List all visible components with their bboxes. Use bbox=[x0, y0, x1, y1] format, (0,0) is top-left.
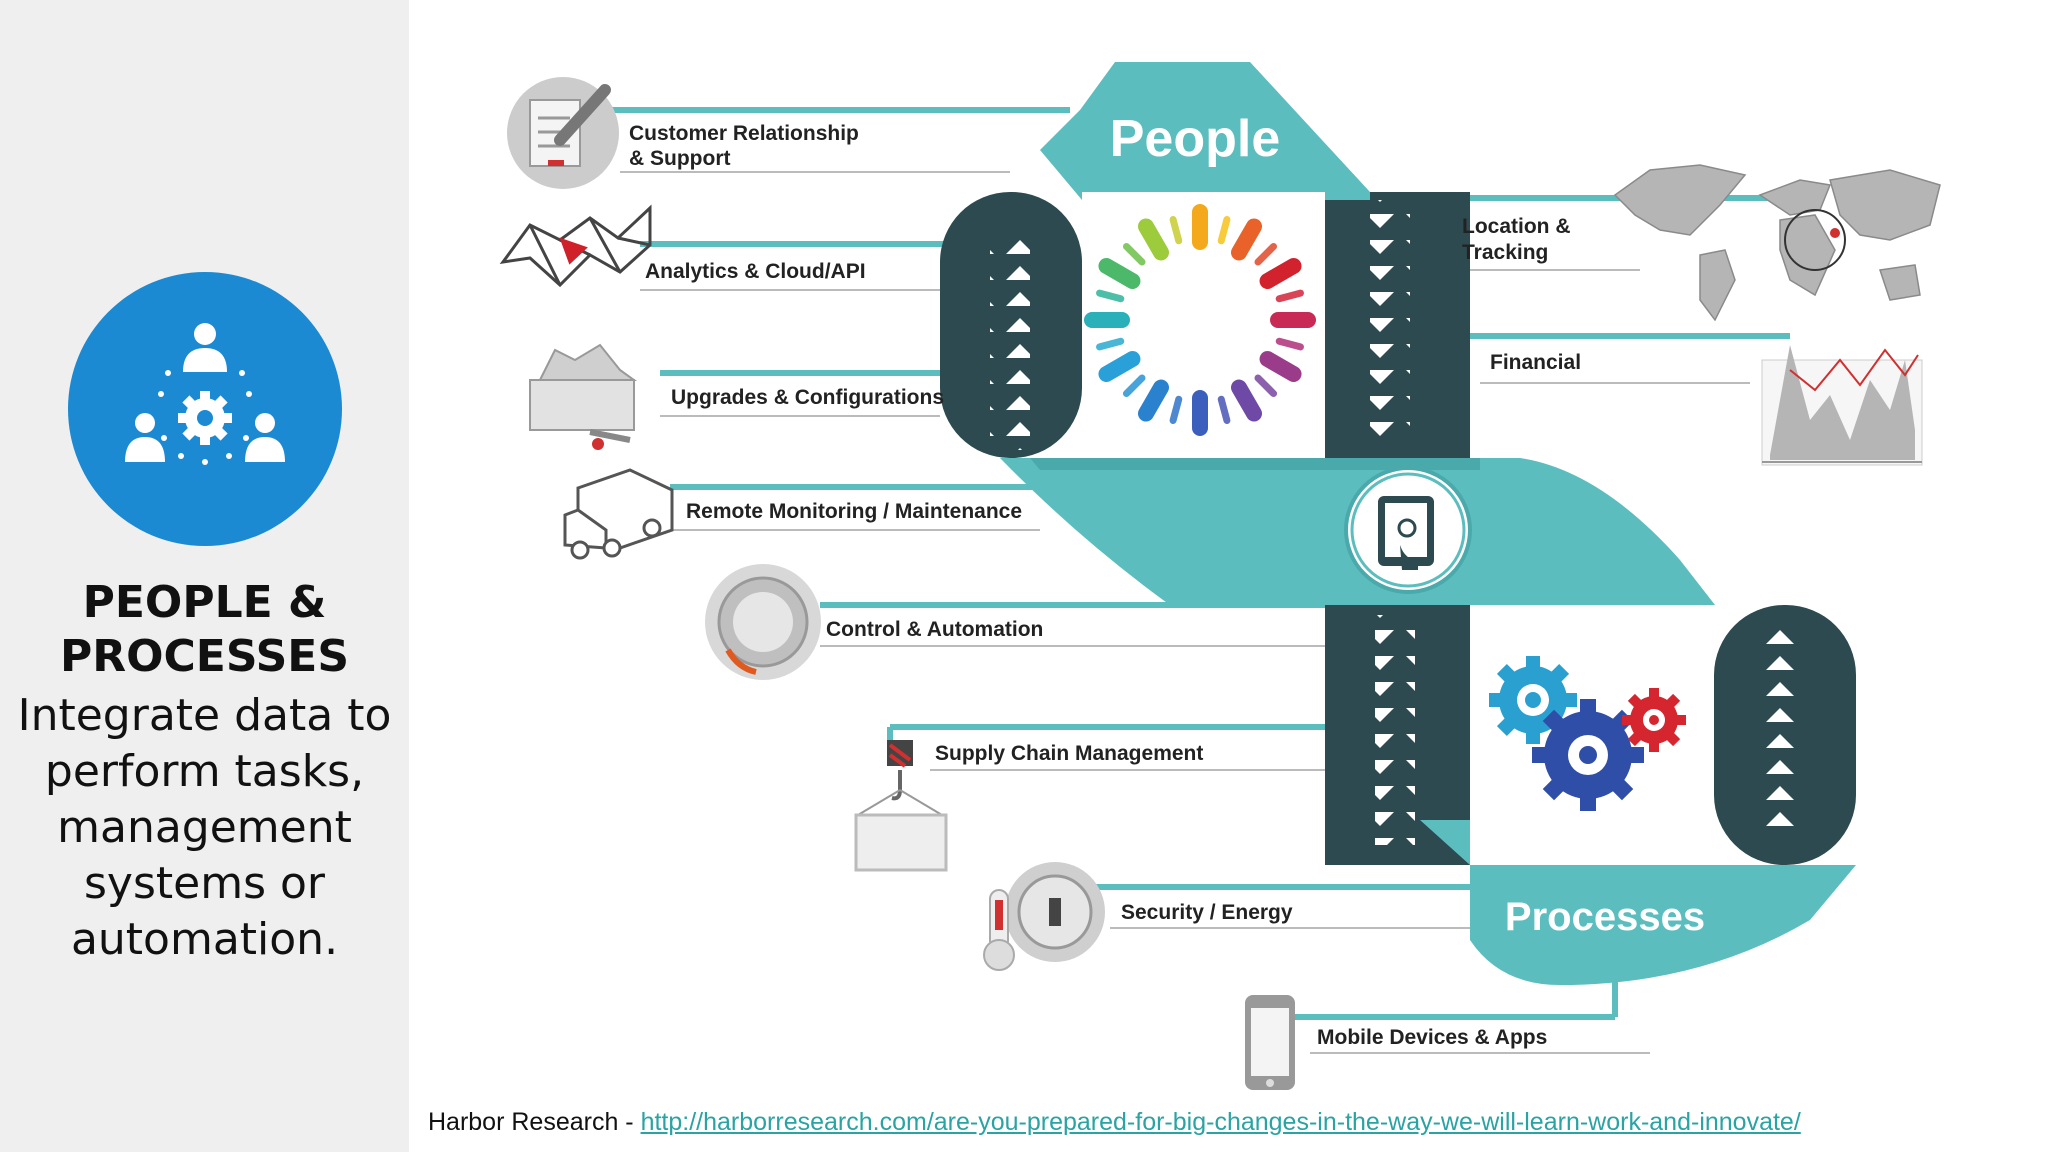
truck-icon bbox=[563, 468, 674, 560]
desc-line: Integrate data to bbox=[17, 690, 392, 741]
item-label-financial: Financial bbox=[1490, 351, 1581, 374]
side-title-line: PEOPLE & bbox=[82, 577, 327, 628]
wireframe-polygon-icon bbox=[499, 204, 652, 288]
clipboard-pen-icon bbox=[507, 77, 619, 189]
people-label: People bbox=[1110, 110, 1281, 168]
item-label-line: Customer Relationship bbox=[629, 122, 859, 145]
desc-line: automation. bbox=[70, 914, 339, 965]
source-link[interactable]: http://harborresearch.com/are-you-prepar… bbox=[640, 1108, 1801, 1136]
iot-diagram: People Processes bbox=[499, 62, 1941, 1090]
caption-prefix: Harbor Research - bbox=[428, 1108, 641, 1136]
desc-line: systems or bbox=[84, 858, 325, 909]
smartphone-icon bbox=[1245, 995, 1295, 1090]
toolbox-icon bbox=[529, 343, 638, 450]
people-circle-icon bbox=[1084, 204, 1316, 436]
world-map-icon bbox=[1613, 164, 1941, 322]
source-caption: Harbor Research - http://harborresearch.… bbox=[428, 1108, 1801, 1137]
desc-line: perform tasks, bbox=[44, 746, 365, 797]
sidebar: PEOPLE & PROCESSES Integrate data to per… bbox=[0, 0, 409, 1152]
item-label-analytics: Analytics & Cloud/API bbox=[645, 260, 866, 283]
item-label-line: & Support bbox=[629, 147, 730, 170]
stock-chart-icon bbox=[1761, 345, 1923, 466]
item-label-line: Tracking bbox=[1462, 241, 1548, 264]
item-label-supply-chain: Supply Chain Management bbox=[935, 742, 1203, 765]
item-label-location: Location & Tracking bbox=[1462, 215, 1576, 264]
item-label-crm: Customer Relationship & Support bbox=[629, 122, 865, 170]
side-title: PEOPLE & PROCESSES bbox=[0, 576, 409, 684]
item-label-security: Security / Energy bbox=[1121, 901, 1293, 924]
lock-thermometer-icon bbox=[983, 862, 1105, 971]
desc-line: management bbox=[57, 802, 352, 853]
people-gear-icon bbox=[68, 272, 342, 546]
item-label-line: Location & bbox=[1462, 215, 1571, 238]
item-label-mobile: Mobile Devices & Apps bbox=[1317, 1026, 1547, 1049]
side-title-line: PROCESSES bbox=[59, 631, 350, 682]
tablet-touch-icon bbox=[1344, 466, 1472, 594]
side-description: Integrate data to perform tasks, managem… bbox=[0, 688, 409, 968]
processes-label: Processes bbox=[1505, 895, 1705, 939]
item-label-remote-monitoring: Remote Monitoring / Maintenance bbox=[686, 500, 1022, 523]
item-label-control: Control & Automation bbox=[826, 618, 1043, 641]
item-label-upgrades: Upgrades & Configurations bbox=[671, 386, 944, 409]
dial-knob-icon bbox=[705, 564, 821, 680]
crane-hook-crate-icon bbox=[854, 740, 948, 872]
